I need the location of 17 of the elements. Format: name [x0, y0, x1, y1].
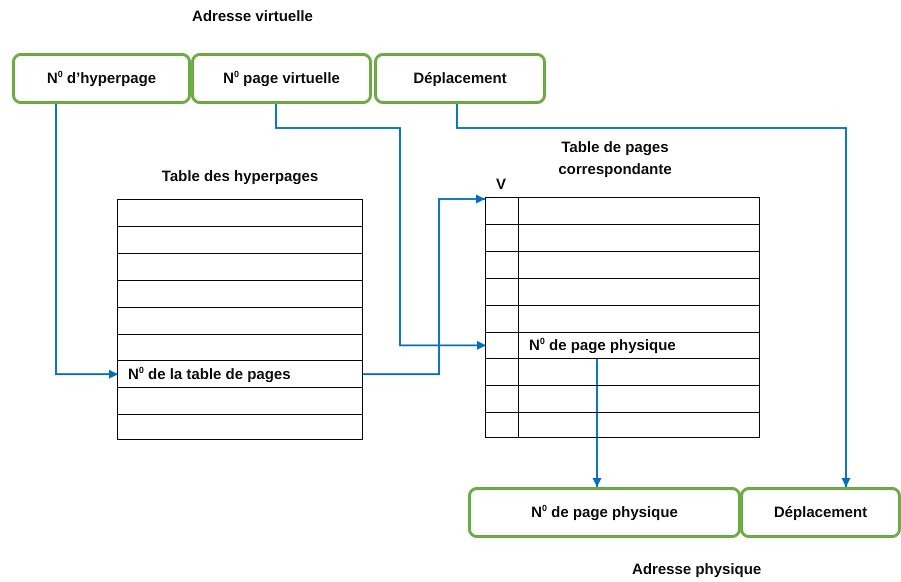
table-entry: N$^{0}$ de page physique	[486, 332, 759, 359]
caption-text: V	[496, 176, 506, 193]
caption-text: Adresse physique	[632, 561, 762, 578]
arrow	[55, 104, 118, 379]
address-field-box: N$^{0}$ de page physique	[468, 487, 741, 538]
table-title: Table des hyperpages	[160, 167, 320, 187]
arrow	[275, 104, 486, 350]
address-field-box: N$^{0}$ page virtuelle	[191, 53, 372, 104]
address-field-box: N$^{0}$ d’hyperpage	[12, 53, 191, 104]
address-field-box: Déplacement	[374, 53, 546, 104]
table-entry: N$^{0}$ de la table de pages	[118, 360, 362, 388]
address-field-box: Déplacement	[740, 487, 901, 538]
table-title: Table de pages correspondante	[557, 138, 673, 180]
arrow	[456, 104, 850, 487]
arrow	[592, 358, 602, 487]
arrow	[362, 194, 485, 376]
caption-text: Adresse virtuelle	[192, 8, 313, 25]
